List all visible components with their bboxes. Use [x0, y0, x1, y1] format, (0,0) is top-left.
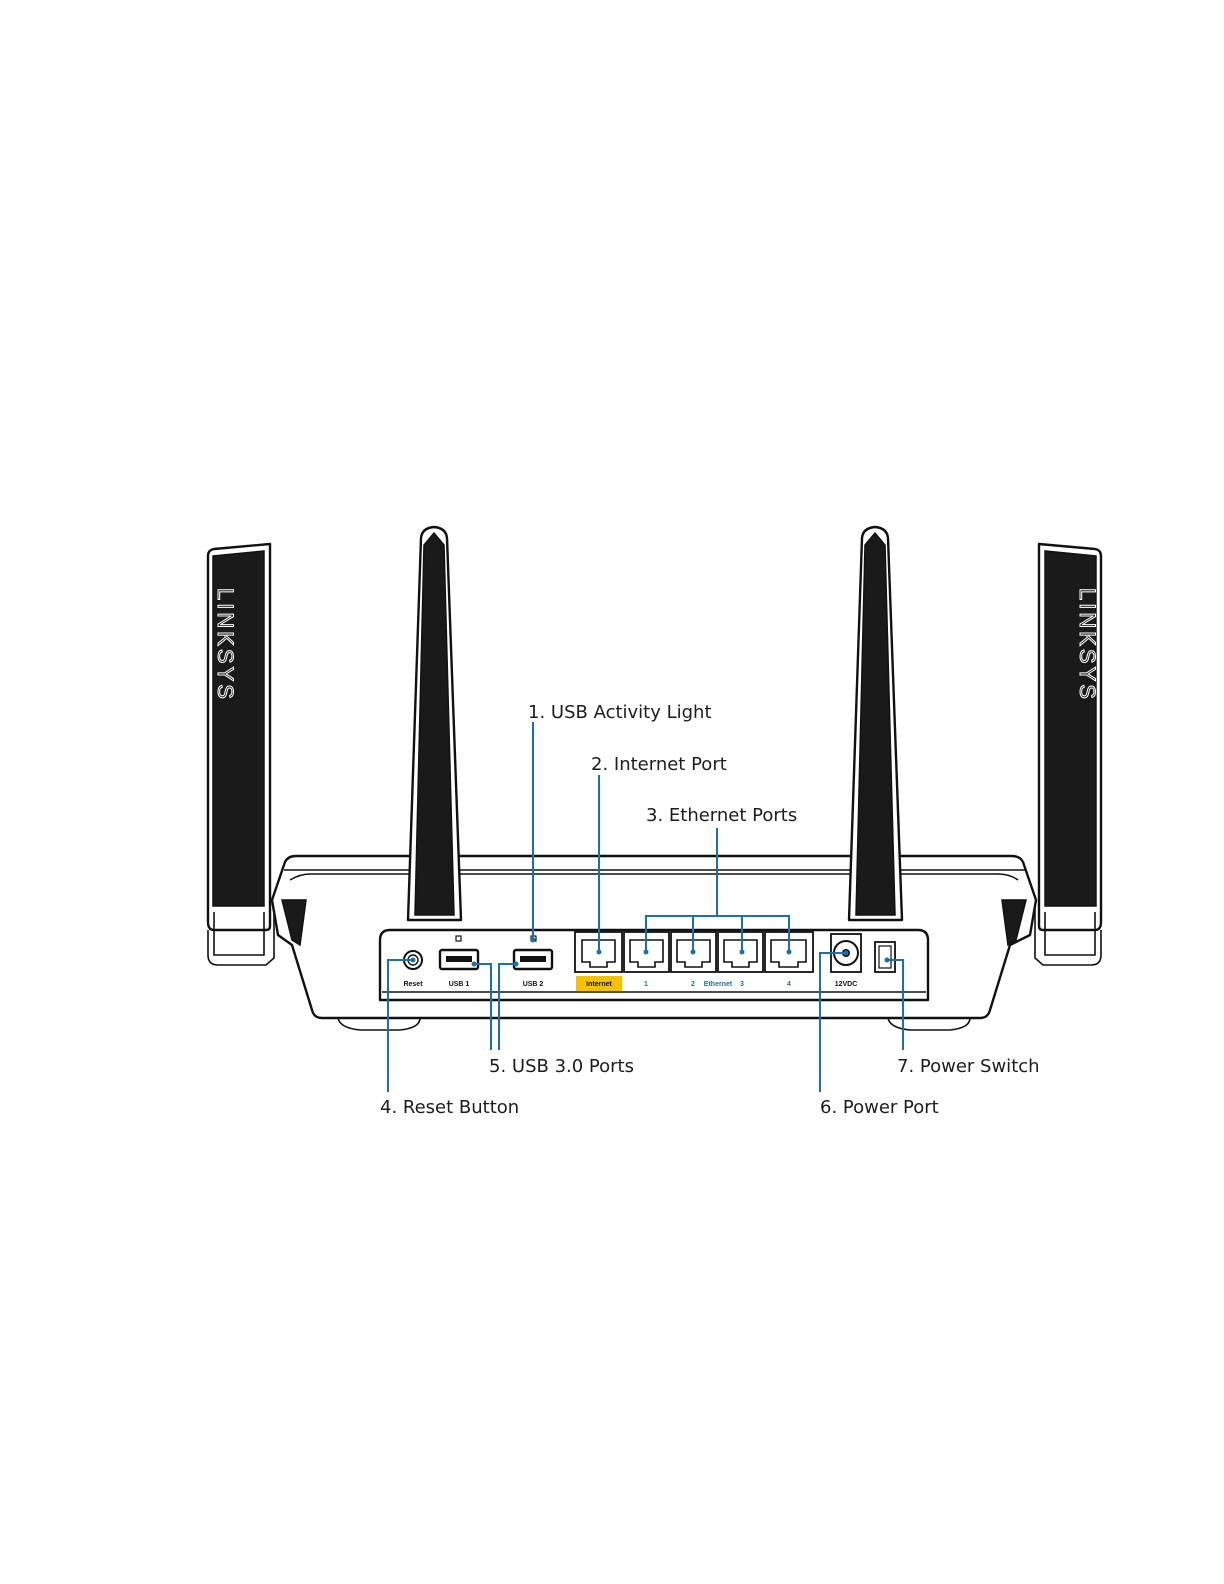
dc-label: 12VDC [835, 981, 858, 988]
eth1-label: 1 [644, 981, 648, 988]
left-antenna-logo: LINKSYS [213, 588, 238, 702]
eth4-label: 4 [787, 981, 791, 988]
callout-power-port: 6. Power Port [820, 1097, 939, 1118]
callout-usb-ports: 5. USB 3.0 Ports [489, 1056, 634, 1077]
left-outer-antenna: LINKSYS [208, 544, 274, 965]
usb1-led [456, 936, 461, 941]
right-outer-antenna: LINKSYS [1035, 544, 1101, 965]
callout-reset-button: 4. Reset Button [380, 1097, 519, 1118]
eth2-label: 2 [691, 981, 695, 988]
ethernet-group-label: Ethernet [704, 981, 733, 988]
center-left-antenna [408, 527, 461, 920]
port-panel: Reset USB 1 USB 2 Internet 1 2 Ethernet … [380, 930, 928, 1000]
usb2-label: USB 2 [523, 981, 544, 988]
internet-label: Internet [586, 981, 612, 988]
callout-usb-activity-light: 1. USB Activity Light [528, 702, 712, 723]
power-switch[interactable] [875, 942, 895, 972]
reset-label: Reset [403, 981, 423, 988]
eth3-label: 3 [740, 981, 744, 988]
center-right-antenna [849, 527, 902, 920]
callout-power-switch: 7. Power Switch [897, 1056, 1040, 1077]
right-antenna-logo: LINKSYS [1075, 588, 1100, 702]
callout-ethernet-ports: 3. Ethernet Ports [646, 805, 797, 826]
usb1-label: USB 1 [449, 981, 470, 988]
callout-internet-port: 2. Internet Port [591, 754, 727, 775]
